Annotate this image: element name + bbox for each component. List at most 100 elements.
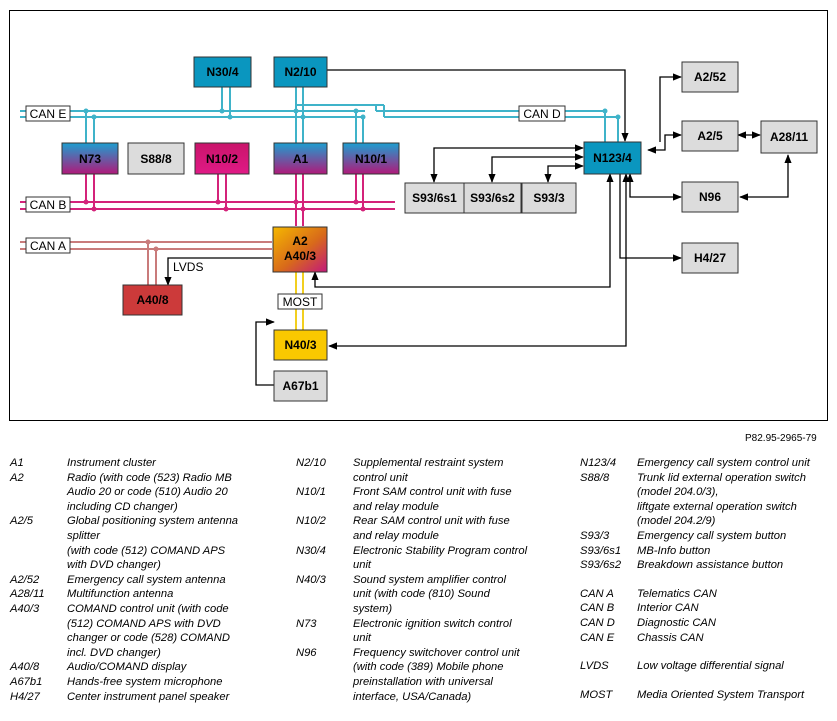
legend-code: MOST [580, 688, 613, 701]
legend-code: N2/10 [296, 457, 326, 469]
component-n40-3: N40/3 [273, 329, 328, 361]
legend-description-line: (with code (512) COMAND APS [67, 544, 226, 557]
legend-code: CAN E [580, 631, 615, 644]
legend-description-line: Global positioning system antenna [67, 515, 239, 528]
component-s88-8: S88/8 [127, 142, 185, 175]
legend-description-line: Sound system amplifier control [353, 573, 506, 586]
legend-code: A1 [10, 457, 24, 469]
legend-description-line: Emergency call system antenna [67, 573, 226, 586]
legend-description-line: Center instrument panel speaker [67, 690, 230, 703]
legend-description-line: Multifunction antenna [67, 588, 174, 601]
legend-description-line: Electronic ignition switch control [353, 617, 512, 630]
component-n96: N96 [681, 181, 739, 213]
legend-description: Audio/COMAND display [67, 660, 186, 675]
legend-description-line: Supplemental restraint system [353, 457, 504, 469]
legend-description: Interior CAN [637, 601, 699, 616]
legend-description-line: Diagnostic CAN [637, 616, 716, 629]
legend-code: A67b1 [10, 675, 43, 688]
svg-text:CAN A: CAN A [30, 239, 66, 253]
legend-description: Chassis CAN [637, 631, 704, 646]
component-n73: N73 [61, 142, 119, 175]
legend-description-line: Chassis CAN [637, 631, 704, 644]
svg-text:A2: A2 [292, 234, 308, 248]
legend-entry: A28/11 Multifunction antenna [10, 587, 280, 602]
bus-label-can-e: CAN E [25, 105, 71, 122]
can-d-bus [295, 87, 619, 143]
connector-lines [164, 69, 792, 386]
svg-text:N10/1: N10/1 [355, 152, 387, 166]
legend-description-line: Front SAM control unit with fuse [353, 486, 512, 499]
component-s93-6s2: S93/6s2 [463, 182, 522, 214]
legend-description: Media Oriented System Transport [637, 688, 804, 703]
svg-text:H4/27: H4/27 [694, 251, 726, 265]
svg-text:S93/3: S93/3 [533, 191, 565, 205]
legend-description-line: Audio 20 or code (510) Audio 20 [67, 486, 228, 499]
legend-description-line: Audio/COMAND display [67, 661, 187, 674]
component-h4-27: H4/27 [681, 242, 739, 274]
legend-description: Low voltage differential signal [637, 659, 784, 674]
legend-code: CAN A [580, 587, 614, 600]
legend-code: CAN D [580, 616, 615, 629]
legend-entry: A67b1 Hands-free system microphone [10, 675, 280, 690]
svg-text:CAN E: CAN E [30, 107, 67, 121]
legend-description-line: unit (with code (810) Sound [353, 588, 490, 601]
legend-description: Instrument cluster [67, 456, 156, 471]
legend-description-line: Trunk lid external operation switch [637, 471, 806, 484]
bus-label-lvds: LVDS [173, 260, 203, 274]
legend-code: N123/4 [580, 457, 617, 469]
legend-description-line: unit [353, 632, 372, 645]
legend-description-line: interface, USA/Canada) [353, 690, 472, 703]
legend-description: Telematics CAN [637, 587, 717, 602]
legend-description: Sound system amplifier control unit (with… [353, 573, 506, 617]
legend-description-line: (with code (389) Mobile phone [353, 661, 504, 674]
svg-text:N10/2: N10/2 [206, 152, 238, 166]
legend-description-line: MB-Info button [637, 544, 711, 557]
svg-text:A2/5: A2/5 [697, 129, 723, 143]
svg-text:LVDS: LVDS [173, 260, 203, 274]
legend-gap [580, 573, 837, 587]
component-s93-3: S93/3 [521, 182, 577, 214]
legend-description: Hands-free system microphone [67, 675, 222, 690]
legend-column-3: N123/4 Emergency call system control unit… [580, 456, 837, 702]
legend-entry: CAN D Diagnostic CAN [580, 616, 837, 631]
legend-description-line: splitter [67, 529, 100, 542]
legend-description-line: Emergency call system control unit [637, 457, 810, 469]
legend-description-line: incl. DVD changer) [67, 646, 161, 659]
svg-text:CAN D: CAN D [523, 107, 561, 121]
legend-code: N10/2 [296, 515, 326, 528]
legend-description-line: Instrument cluster [67, 457, 156, 469]
legend-code: H4/27 [10, 690, 40, 703]
component-a67b1: A67b1 [273, 370, 328, 402]
legend-entry: N123/4 Emergency call system control unit [580, 456, 837, 471]
legend-entry: MOST Media Oriented System Transport [580, 688, 837, 703]
legend-description-line: Interior CAN [637, 602, 699, 615]
component-n2-10: N2/10 [273, 56, 328, 88]
bus-label-most: MOST [277, 293, 323, 310]
bus-label-can-b: CAN B [25, 196, 71, 213]
legend-code: A2/5 [10, 515, 34, 528]
svg-text:S93/6s1: S93/6s1 [412, 191, 457, 205]
legend-description-line: COMAND control unit (with code [67, 602, 229, 615]
legend-description-line: Electronic Stability Program control [353, 544, 528, 557]
legend-description-line: Telematics CAN [637, 587, 717, 600]
legend-code: N10/1 [296, 486, 326, 499]
svg-text:A1: A1 [293, 152, 309, 166]
legend-description-line: Media Oriented System Transport [637, 688, 805, 701]
figure-reference-id: P82.95-2965-79 [745, 433, 817, 444]
legend-code: S93/6s1 [580, 544, 622, 557]
legend-code: A28/11 [10, 588, 45, 601]
legend-description-line: system) [353, 602, 393, 615]
legend-description-line: (512) COMAND APS with DVD [67, 617, 221, 630]
